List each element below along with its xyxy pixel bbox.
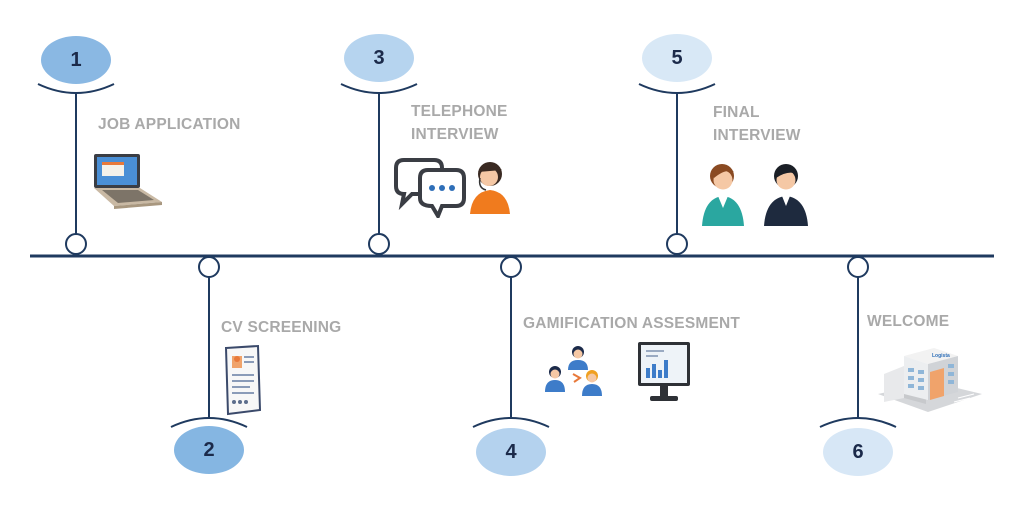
step-3-badge: 3 xyxy=(344,34,414,82)
step-6-badge: 6 xyxy=(823,428,893,476)
chat-bubbles-icon xyxy=(394,158,510,218)
team-monitor-icon xyxy=(545,342,690,401)
step-2-label: CV SCREENING xyxy=(221,316,341,339)
step-5-badge: 5 xyxy=(642,34,712,82)
step-1-arc xyxy=(37,83,115,94)
step-3-arc xyxy=(340,83,418,94)
step-2-arc xyxy=(170,417,248,428)
laptop-icon xyxy=(94,154,162,209)
step-1-label-line-1: JOB APPLICATION xyxy=(98,116,241,133)
step-5-node xyxy=(666,233,688,255)
step-4-badge: 4 xyxy=(476,428,546,476)
step-2-label-line-1: CV SCREENING xyxy=(221,319,342,336)
resume-document-icon xyxy=(224,344,262,416)
step-5-label-line-1: FINAL xyxy=(713,104,760,121)
step-4-label: GAMIFICATION ASSESMENT xyxy=(523,312,740,335)
step-4-arc xyxy=(472,417,550,428)
step-1-badge: 1 xyxy=(41,36,111,84)
step-3-label-line-1: TELEPHONE xyxy=(411,103,508,120)
step-4-node xyxy=(500,256,522,278)
step-6-node xyxy=(847,256,869,278)
step-5-arc xyxy=(638,83,716,94)
interview-people-icon xyxy=(702,164,808,226)
step-3-label-line-2: INTERVIEW xyxy=(411,126,499,143)
step-1-label: JOB APPLICATION xyxy=(98,113,241,136)
step-3-label: TELEPHONE INTERVIEW xyxy=(411,100,508,146)
step-3-node xyxy=(368,233,390,255)
office-building-icon: Logista xyxy=(878,348,982,412)
step-5-label-line-2: INTERVIEW xyxy=(713,127,801,144)
step-2-badge: 2 xyxy=(174,426,244,474)
step-6-arc xyxy=(819,417,897,428)
step-1-node xyxy=(65,233,87,255)
building-sign-text: Logista xyxy=(932,353,950,359)
step-6-label-line-1: WELCOME xyxy=(867,313,950,330)
step-6-label: WELCOME xyxy=(867,310,949,333)
step-2-node xyxy=(198,256,220,278)
step-4-label-line-1: GAMIFICATION ASSESMENT xyxy=(523,315,741,332)
step-5-label: FINAL INTERVIEW xyxy=(713,101,801,147)
